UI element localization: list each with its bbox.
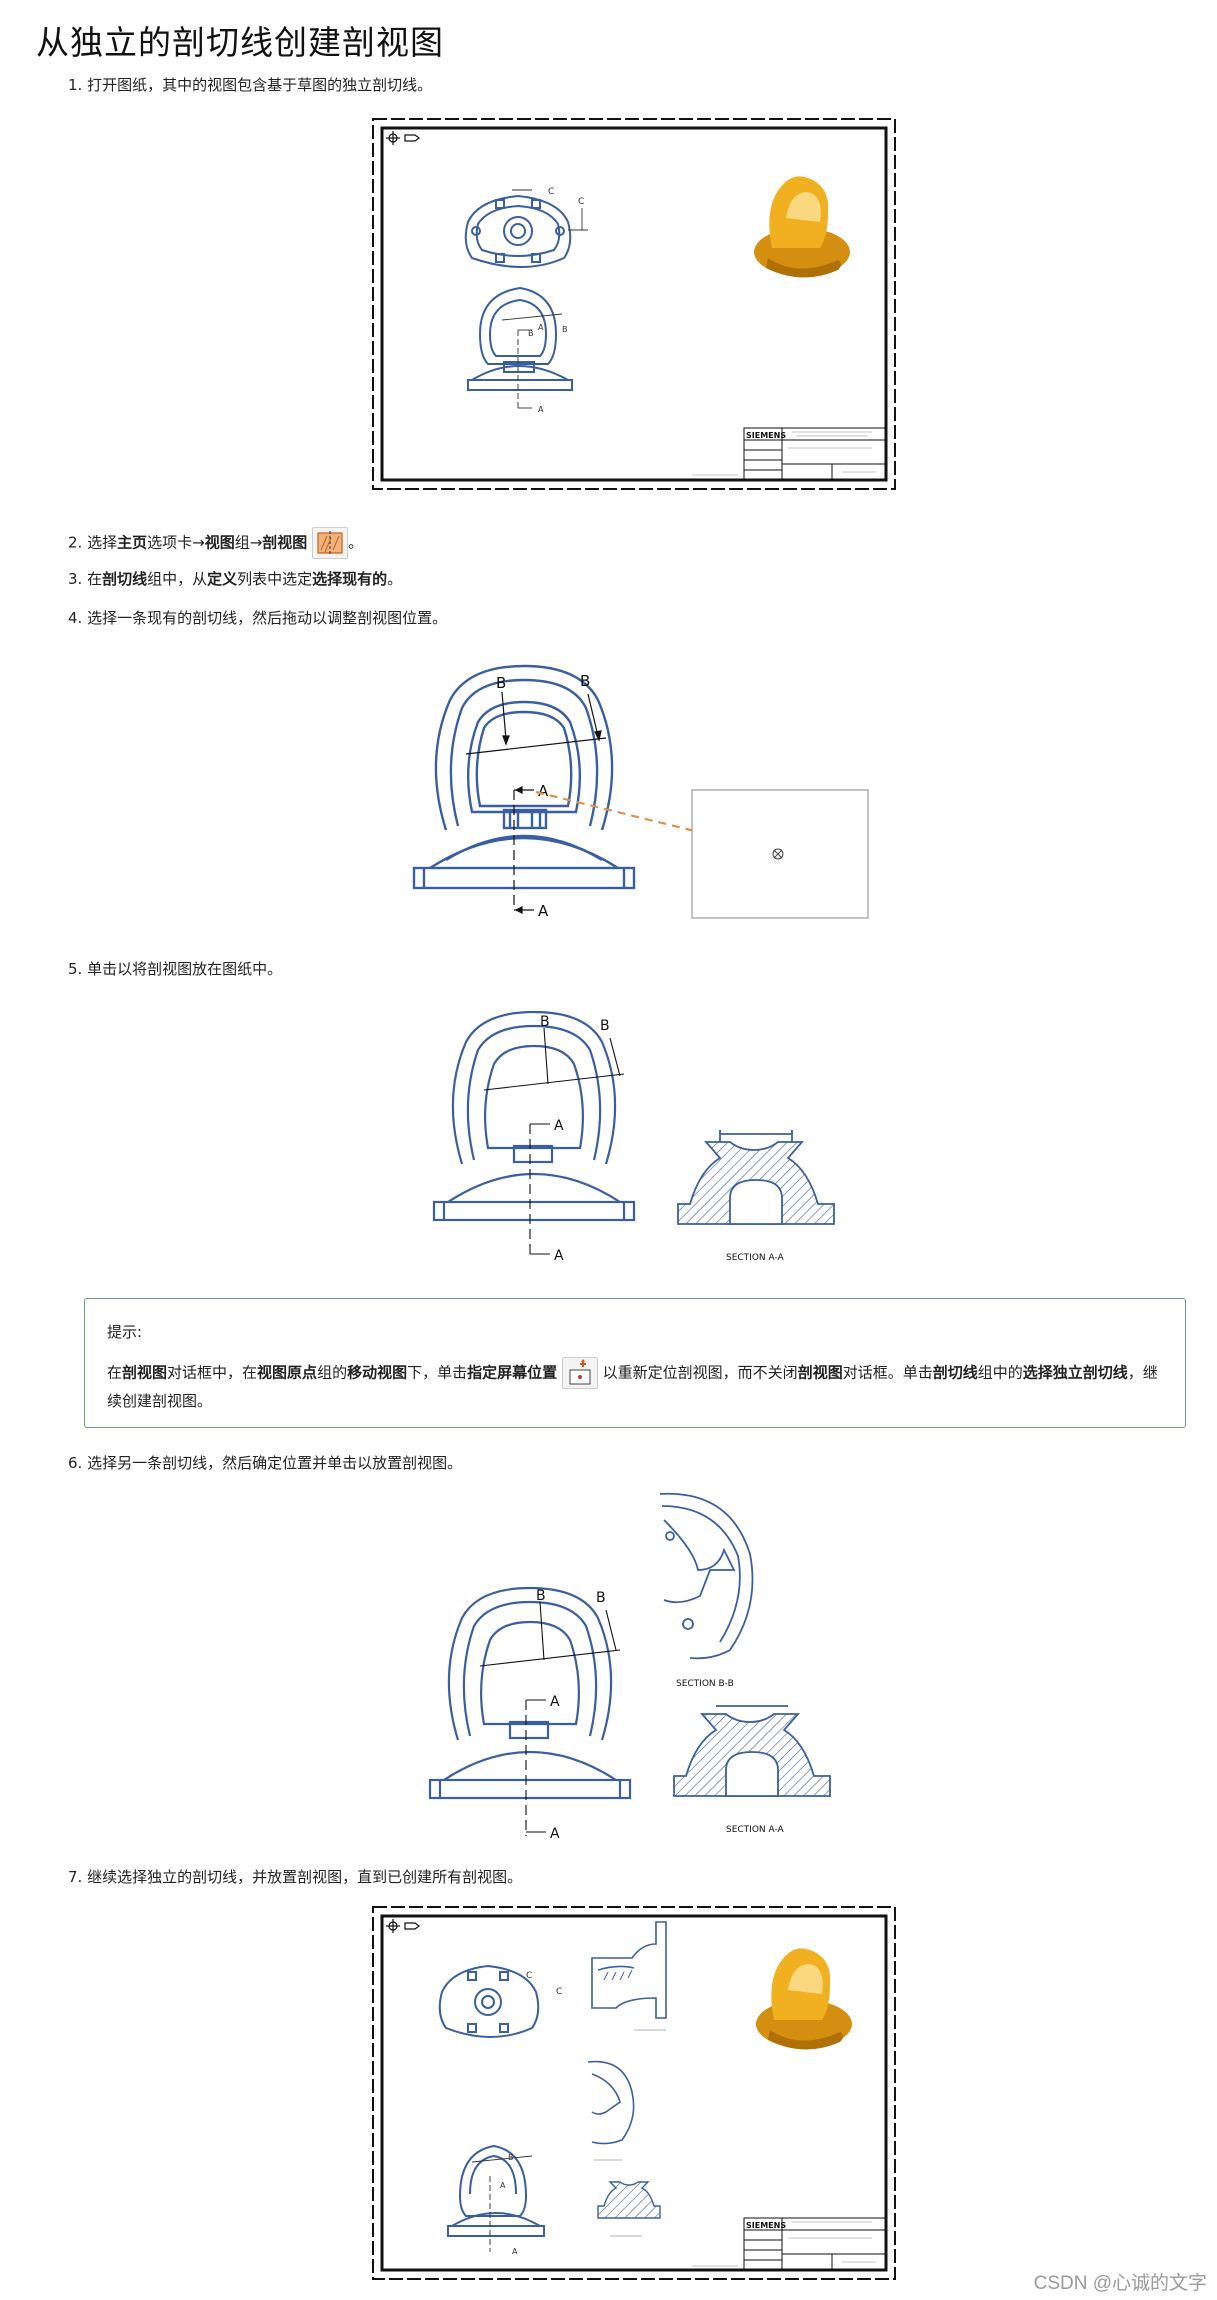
section-bb-view-small (587, 2060, 635, 2145)
cut-label-a-8: A (550, 1826, 560, 1842)
step-3: 3. 在剖切线组中，从定义列表中选定选择现有的。 (68, 570, 403, 588)
cut-label-c-1: C (548, 187, 554, 197)
section-view-preview-box[interactable] (691, 789, 869, 919)
cut-label-c-3: C (526, 1971, 532, 1981)
cut-label-a-7: A (550, 1694, 560, 1710)
cut-label-b-8: B (596, 1590, 606, 1606)
section-view-icon (312, 527, 349, 559)
drag-section-figure: B B A A (406, 660, 872, 930)
cut-label-b-2: B (528, 329, 534, 338)
section-bb-placed-figure: B B A A SECTION B-B SECTION A-A (426, 1490, 846, 1844)
cut-label-b-1: B (562, 325, 568, 334)
cut-label-b-7: B (536, 1588, 546, 1604)
cut-label-a-9: A (500, 2181, 506, 2190)
tip-box: 提示: 在剖视图对话框中，在视图原点组的移动视图下，单击指定屏幕位置 以重新定位… (84, 1298, 1186, 1428)
screen-position-icon[interactable] (561, 1357, 598, 1389)
drawing-sheet-figure: C C A A B B SIEMENS (372, 118, 896, 490)
cut-label-c-2: C (578, 197, 584, 207)
tip-text: 在剖视图对话框中，在视图原点组的移动视图下，单击指定屏幕位置 以重新定位剖视图，… (107, 1357, 1167, 1413)
cut-label-a-4: A (538, 902, 549, 920)
section-bb-view (659, 1492, 754, 1660)
section-aa-view-small (597, 2181, 661, 2219)
section-bb-label: SECTION B-B (676, 1679, 734, 1689)
cut-label-a-10: A (512, 2247, 518, 2256)
cut-label-a-6: A (554, 1248, 564, 1264)
part-3d-render-2 (756, 1948, 852, 2050)
siemens-logo-2: SIEMENS (746, 2221, 786, 2230)
section-aa-placed-figure: B B A A SECTION A-A (430, 1004, 850, 1274)
cut-label-b-4: B (580, 672, 590, 690)
step-4: 4. 选择一条现有的剖切线，然后拖动以调整剖视图位置。 (68, 609, 448, 627)
step-5: 5. 单击以将剖视图放在图纸中。 (68, 960, 283, 978)
step-6: 6. 选择另一条剖切线，然后确定位置并单击以放置剖视图。 (68, 1454, 463, 1472)
section-cc-view (591, 1921, 667, 2019)
step-1: 1. 打开图纸，其中的视图包含基于草图的独立剖切线。 (68, 76, 433, 94)
cut-label-c-4: C (556, 1987, 562, 1997)
watermark: CSDN @心诚的文字 (1033, 2273, 1207, 2294)
step-2: 2. 选择主页选项卡→视图组→剖视图 。 (68, 527, 363, 559)
cut-label-b-6: B (600, 1018, 610, 1034)
cursor-target-icon (772, 848, 784, 860)
section-aa-view (677, 1130, 835, 1225)
cut-label-b-3: B (496, 674, 506, 692)
cut-label-a-5: A (554, 1118, 564, 1134)
page-title: 从独立的剖切线创建剖视图 (36, 23, 444, 62)
cut-label-a-1: A (538, 323, 544, 332)
section-aa-view-2 (673, 1705, 831, 1797)
cut-label-a-2: A (538, 405, 544, 414)
part-3d-render (754, 176, 850, 278)
siemens-logo-1: SIEMENS (746, 431, 786, 440)
section-aa-label-2: SECTION A-A (726, 1825, 785, 1835)
cut-label-b-5: B (540, 1014, 550, 1030)
cut-label-a-3: A (538, 782, 549, 800)
section-aa-label-1: SECTION A-A (726, 1253, 785, 1263)
step-7: 7. 继续选择独立的剖切线，并放置剖视图，直到已创建所有剖视图。 (68, 1868, 523, 1886)
tip-label: 提示: (107, 1323, 143, 1341)
final-drawing-sheet-figure: C C B A A SIEMENS (372, 1906, 896, 2280)
cut-label-b-9: B (508, 2153, 514, 2162)
